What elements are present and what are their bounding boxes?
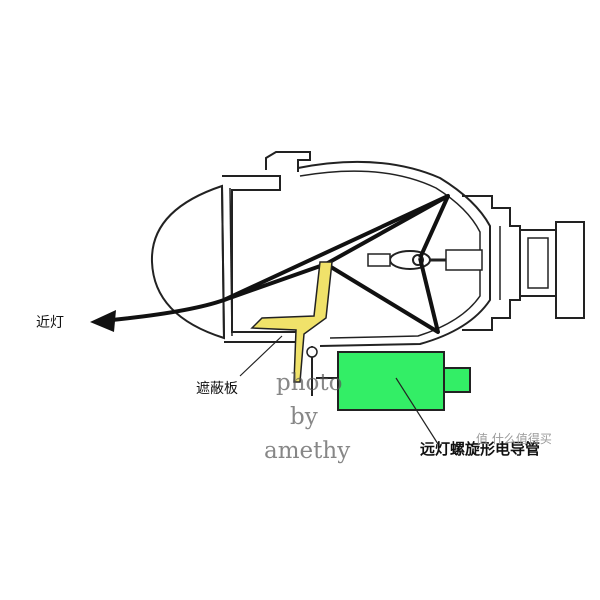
- projector-lens: [150, 184, 226, 340]
- bulb-base: [445, 249, 483, 271]
- solenoid-body: [337, 351, 445, 411]
- watermark-line1: photo: [276, 370, 343, 396]
- output-ray: [111, 262, 327, 322]
- reflector-housing: [297, 160, 491, 347]
- solenoid-label-leader: [395, 377, 439, 445]
- beam-arrowhead: [90, 310, 116, 332]
- light-ray-cross: [325, 194, 449, 266]
- top-flange: [265, 151, 311, 172]
- rear-cap: [555, 221, 585, 319]
- label-low-beam-tube: 远灯螺旋形电导管: [420, 440, 541, 458]
- shield-label-leader: [239, 335, 283, 377]
- light-ray-upper: [223, 194, 450, 302]
- shield-plate: [250, 261, 333, 383]
- label-low-beam: 近灯: [36, 315, 64, 331]
- lens-ring: [221, 185, 225, 339]
- rear-connector-inner: [527, 237, 549, 289]
- watermark-line3: amethy: [264, 438, 351, 464]
- bulb-tip: [367, 253, 391, 267]
- label-shield: 遮蔽板: [196, 381, 238, 397]
- site-badge: 值 什么值得买: [476, 432, 552, 446]
- light-ray-lower: [324, 257, 440, 334]
- reflector-inner: [299, 170, 481, 339]
- bulb-filament: [412, 254, 424, 266]
- watermark-line2: by: [290, 404, 318, 430]
- solenoid-plunger: [443, 367, 471, 393]
- shield-pivot: [306, 346, 318, 358]
